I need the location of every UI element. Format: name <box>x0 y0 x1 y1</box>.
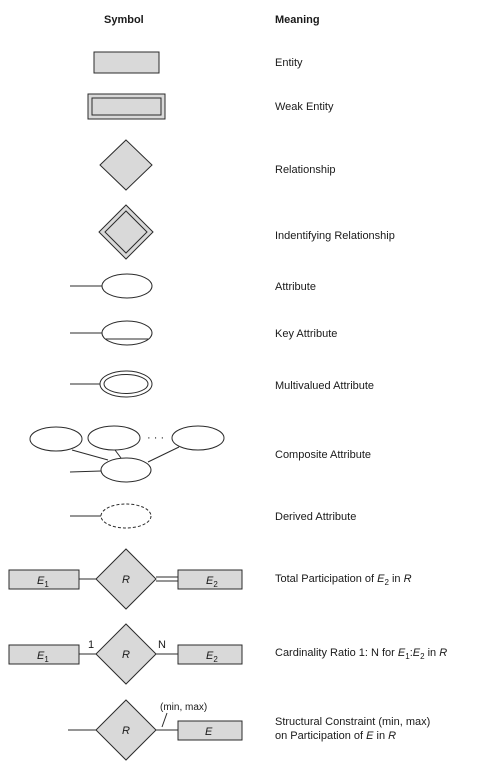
cardinality-left-entity-label: E1 <box>37 650 49 664</box>
meaning-multivalued-attribute: Multivalued Attribute <box>275 380 375 392</box>
total-relationship-label: R <box>122 574 130 586</box>
meaning-header: Meaning <box>275 14 320 26</box>
entity-symbol <box>93 51 160 74</box>
relationship-symbol <box>99 139 153 191</box>
structural-entity-label: E <box>205 726 213 738</box>
composite-attribute-symbol <box>29 425 225 483</box>
meaning-relationship: Relationship <box>275 164 336 176</box>
meaning-key-attribute: Key Attribute <box>275 328 338 340</box>
meaning-entity: Entity <box>275 57 303 69</box>
meaning-cardinality-ratio: Cardinality Ratio 1: N for E1:E2 in R <box>275 647 448 662</box>
meaning-attribute: Attribute <box>275 281 316 293</box>
cardinality-ratio-symbol <box>8 623 243 685</box>
weak-entity-symbol <box>87 93 166 120</box>
meaning-derived-attribute: Derived Attribute <box>275 511 357 523</box>
identifying-relationship-symbol <box>98 204 154 260</box>
total-participation-symbol <box>8 548 243 610</box>
attribute-symbol <box>70 273 153 299</box>
composite-ellipsis: · · · <box>147 432 164 444</box>
key-attribute-symbol <box>70 320 153 346</box>
structural-relationship-label: R <box>122 725 130 737</box>
derived-attribute-symbol <box>70 503 152 529</box>
symbol-header: Symbol <box>104 14 144 26</box>
cardinality-left-label: 1 <box>88 639 94 651</box>
meaning-structural-constraint-line2: on Participation of E in R <box>275 730 397 742</box>
meaning-identifying-relationship: Indentifying Relationship <box>275 230 395 242</box>
structural-constraint-symbol <box>68 699 243 761</box>
meaning-structural-constraint: Structural Constraint (min, max) on Part… <box>275 715 430 743</box>
meaning-composite-attribute: Composite Attribute <box>275 449 371 461</box>
total-right-entity-label: E2 <box>206 575 218 589</box>
multivalued-attribute-symbol <box>70 370 153 398</box>
cardinality-right-label: N <box>158 639 166 651</box>
total-left-entity-label: E1 <box>37 575 49 589</box>
meaning-weak-entity: Weak Entity <box>275 101 334 113</box>
cardinality-right-entity-label: E2 <box>206 650 218 664</box>
meaning-total-participation: Total Participation of E2 in R <box>275 573 412 588</box>
cardinality-relationship-label: R <box>122 649 130 661</box>
structural-constraint-label: (min, max) <box>160 702 207 713</box>
meaning-structural-constraint-line1: Structural Constraint (min, max) <box>275 716 431 728</box>
